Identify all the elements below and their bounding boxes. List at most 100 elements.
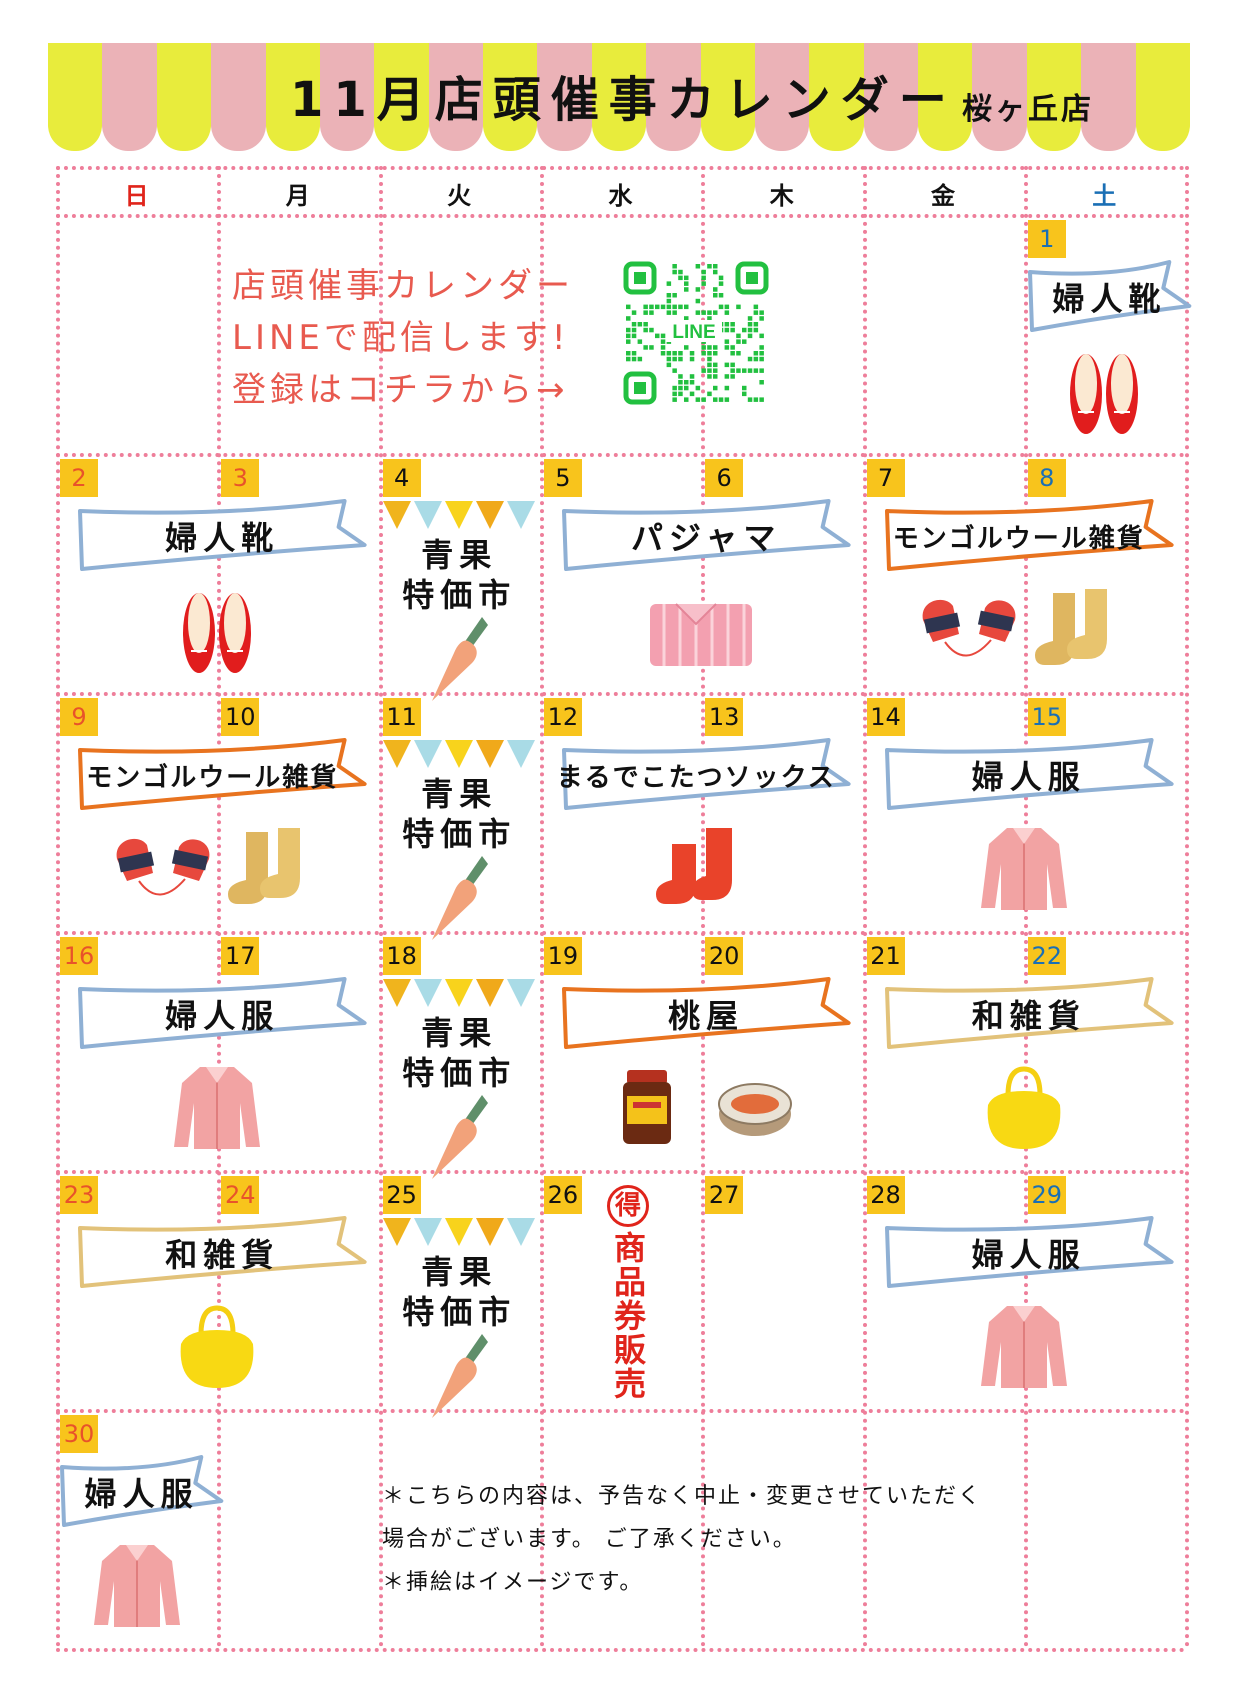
- event-label: 婦人靴: [1052, 280, 1167, 318]
- event-label-line: 特価市: [402, 1054, 517, 1092]
- awning-stripe: [374, 43, 429, 151]
- event-label: 婦人服: [971, 1236, 1086, 1274]
- awning-stripe: [1135, 43, 1190, 151]
- event-ribbon[interactable]: 婦人服: [883, 1214, 1176, 1292]
- event-ribbon[interactable]: 婦人服: [883, 736, 1176, 814]
- event-label: 青果特価市: [379, 774, 540, 854]
- date-badge: 7: [866, 459, 905, 497]
- event-ribbon[interactable]: 和雑貨: [76, 1214, 369, 1292]
- awning-stripe: [1026, 43, 1082, 151]
- qr-line-label: LINE: [672, 322, 715, 343]
- cardigan-icon: [979, 1302, 1069, 1396]
- promo-line: 店頭催事カレンダー: [232, 266, 574, 306]
- event-label: モンゴルウール雑貨: [892, 523, 1145, 554]
- grid-line-horizontal: [56, 1170, 1186, 1174]
- event-ribbon[interactable]: 婦人服: [58, 1453, 225, 1531]
- cardigan-icon: [172, 1063, 262, 1157]
- mittens-icon: [109, 829, 219, 913]
- note-line: ＊こちらの内容は、予告なく中止・変更させていただく: [382, 1484, 983, 1509]
- date-badge: 16: [60, 937, 98, 975]
- event-label-line: 青果: [421, 536, 498, 574]
- weekday-header: 木: [769, 182, 794, 210]
- awning-stripe: [265, 43, 320, 151]
- event-ribbon[interactable]: モンゴルウール雑貨: [76, 736, 369, 814]
- date-badge: 9: [60, 698, 98, 736]
- event-label: モンゴルウール雑貨: [86, 762, 339, 793]
- date-badge: 20: [705, 937, 744, 975]
- grid-line-horizontal: [56, 1648, 1186, 1652]
- grid-line-vertical: [217, 166, 222, 1648]
- event-ribbon[interactable]: まるでこたつソックス: [557, 736, 853, 814]
- date-badge: 8: [1027, 459, 1066, 497]
- date-badge: 19: [543, 937, 582, 975]
- carrot-icon: [424, 852, 494, 946]
- grid-line-horizontal: [56, 1409, 1186, 1413]
- jar-icon: [619, 1068, 675, 1152]
- awning-stripe: [972, 43, 1027, 151]
- event-label: 和雑貨: [971, 997, 1086, 1035]
- date-badge: 26: [543, 1176, 582, 1214]
- date-badge: 6: [705, 459, 744, 497]
- event-label: 青果特価市: [379, 1252, 540, 1332]
- date-badge: 21: [866, 937, 905, 975]
- weekday-header: 水: [608, 182, 633, 210]
- event-label: 婦人服: [84, 1475, 199, 1513]
- event-ribbon[interactable]: 桃屋: [560, 975, 853, 1053]
- ribbon-shape: [561, 499, 851, 571]
- grid-line-vertical: [862, 166, 867, 1648]
- event-ribbon[interactable]: 和雑貨: [883, 975, 1176, 1053]
- weekday-header: 日: [124, 182, 149, 210]
- event-label: 婦人靴: [165, 519, 280, 557]
- grid-line-vertical: [378, 166, 383, 1648]
- date-badge: 12: [543, 698, 582, 736]
- grid-line-horizontal: [56, 453, 1186, 457]
- event-label: 婦人服: [165, 997, 280, 1035]
- grid-line-vertical: [1185, 166, 1190, 1648]
- grid-line-horizontal: [56, 931, 1186, 935]
- bargain-mark-icon: 得: [607, 1185, 649, 1227]
- date-badge: 5: [543, 459, 582, 497]
- awning-stripe: [156, 43, 212, 151]
- ribbon-shape: [884, 977, 1174, 1049]
- cardigan-icon: [92, 1541, 182, 1635]
- date-badge: 25: [382, 1176, 421, 1214]
- event-label: 和雑貨: [165, 1236, 280, 1274]
- event-ribbon[interactable]: 婦人靴: [76, 497, 369, 575]
- event-ribbon[interactable]: モンゴルウール雑貨: [883, 497, 1176, 575]
- grid-line-horizontal: [56, 214, 1186, 218]
- date-badge: 11: [382, 698, 421, 736]
- date-badge: 3: [221, 459, 260, 497]
- ribbon-shape: [1027, 260, 1192, 332]
- date-badge: 29: [1027, 1176, 1066, 1214]
- date-badge: 28: [866, 1176, 905, 1214]
- promo-line: 登録はコチラから→: [232, 370, 569, 410]
- carrot-icon: [424, 613, 494, 707]
- event-label: パジャマ: [630, 519, 782, 557]
- bunting-decoration: [382, 738, 537, 776]
- event-label: 青果特価市: [379, 1013, 540, 1093]
- ribbon-shape: [78, 499, 367, 571]
- awning-stripe: [863, 43, 918, 151]
- ribbon-shape: [561, 738, 851, 810]
- event-ribbon[interactable]: 婦人靴: [1026, 258, 1193, 336]
- awning-stripe: [754, 43, 810, 151]
- event-ribbon[interactable]: パジャマ: [560, 497, 853, 575]
- event-label-line: 青果: [421, 1014, 498, 1052]
- grid-line-vertical: [56, 166, 60, 1648]
- store-name: 桜ヶ丘店: [962, 92, 1094, 127]
- awning-stripe: [319, 43, 375, 151]
- date-badge: 10: [221, 698, 260, 736]
- line-qr-code[interactable]: LINE: [622, 260, 770, 406]
- ribbon-shape: [78, 1216, 367, 1288]
- note-line: ＊挿絵はイメージです。: [382, 1570, 644, 1595]
- ribbon-shape: [60, 1455, 224, 1527]
- event-label-line: 特価市: [402, 1293, 517, 1331]
- awning-stripe: [591, 43, 647, 151]
- ribbon-shape: [561, 977, 851, 1049]
- awning-stripe: [700, 43, 755, 151]
- event-ribbon[interactable]: 婦人服: [76, 975, 369, 1053]
- mittens-icon: [915, 590, 1025, 674]
- event-label-line: 青果: [421, 1253, 498, 1291]
- event-label-line: 特価市: [402, 576, 517, 614]
- date-badge: 22: [1027, 937, 1066, 975]
